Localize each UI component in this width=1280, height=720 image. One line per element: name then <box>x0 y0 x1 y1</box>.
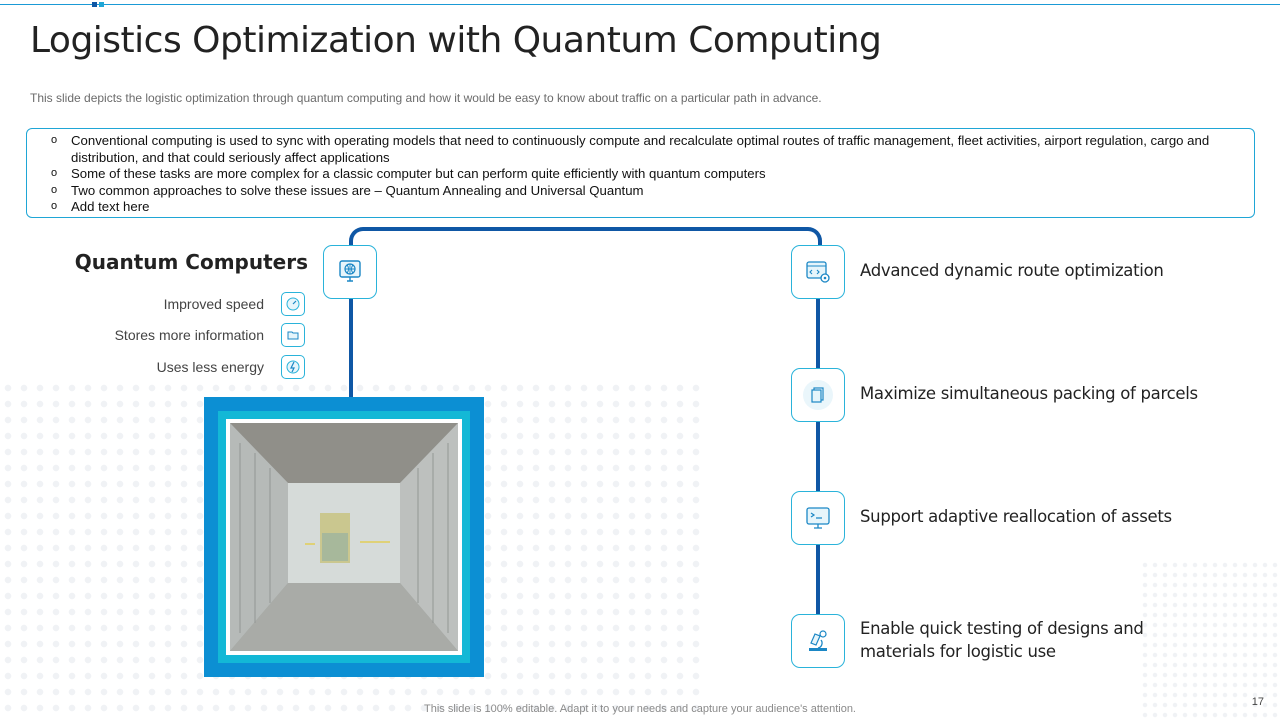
connector-right-vertical <box>816 296 820 616</box>
benefit-icon-box-assets <box>791 491 845 545</box>
benefit-icon-box-testing <box>791 614 845 668</box>
footer-note: This slide is 100% editable. Adapt it to… <box>424 703 856 715</box>
microscope-icon <box>809 630 827 651</box>
connector-arch <box>349 227 822 257</box>
top-decoration <box>92 2 104 7</box>
slide-subtitle: This slide depicts the logistic optimiza… <box>30 91 822 105</box>
benefit-label-assets: Support adaptive reallocation of assets <box>860 507 1172 526</box>
feature-label-energy: Uses less energy <box>156 359 264 375</box>
globe-monitor-icon <box>339 260 361 282</box>
bullet-box: Conventional computing is used to sync w… <box>26 128 1255 218</box>
benefit-label-route: Advanced dynamic route optimization <box>860 261 1164 280</box>
feature-label-speed: Improved speed <box>163 296 264 312</box>
documents-icon <box>811 387 824 403</box>
slide-title: Logistics Optimization with Quantum Comp… <box>30 20 882 61</box>
page-number: 17 <box>1251 696 1264 708</box>
feature-label-storage: Stores more information <box>114 327 264 343</box>
benefit-label-packing: Maximize simultaneous packing of parcels <box>860 384 1198 403</box>
quantum-computers-heading: Quantum Computers <box>74 250 308 274</box>
benefit-label-testing: Enable quick testing of designs and mate… <box>860 619 1144 661</box>
terminal-monitor-icon <box>806 507 830 529</box>
benefit-icon-box-route <box>791 245 845 299</box>
photo-frame <box>204 397 484 677</box>
bullet-item: Two common approaches to solve these iss… <box>51 182 1234 200</box>
background-dot-pattern-right <box>1140 560 1280 720</box>
bullet-item: Add text here <box>51 198 1234 216</box>
quantum-computer-icon-box <box>323 245 377 299</box>
code-gear-icon <box>806 261 830 283</box>
warehouse-forklift-photo <box>230 423 458 651</box>
speedometer-icon <box>281 292 305 316</box>
energy-icon <box>281 355 305 379</box>
folder-icon <box>281 323 305 347</box>
connector-left-vertical <box>349 296 353 398</box>
bullet-item: Conventional computing is used to sync w… <box>51 132 1234 166</box>
top-rule <box>0 4 1280 5</box>
benefit-icon-box-packing <box>791 368 845 422</box>
bullet-list: Conventional computing is used to sync w… <box>51 132 1234 216</box>
bullet-item: Some of these tasks are more complex for… <box>51 165 1234 183</box>
